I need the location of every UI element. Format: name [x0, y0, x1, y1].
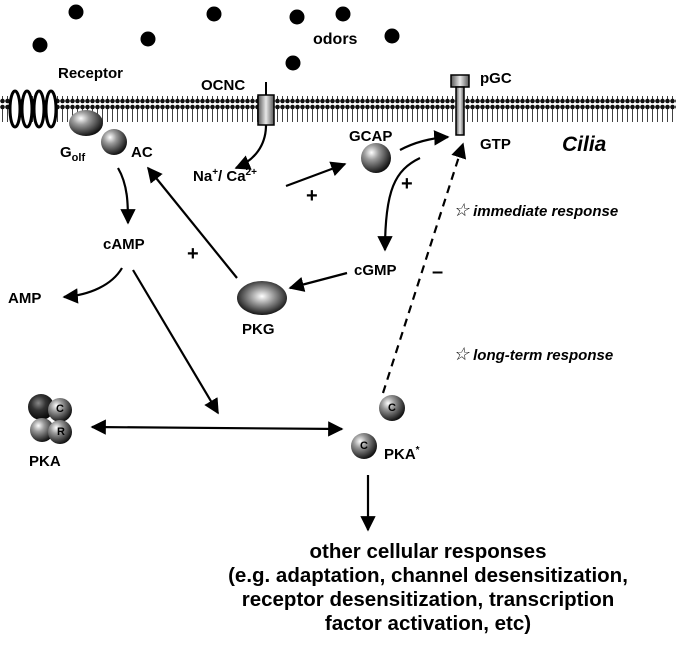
pkg-label: PKG: [242, 321, 275, 338]
arrow-naca-to-gcap: [285, 161, 347, 188]
pka-active-c1-label: C: [388, 402, 396, 414]
pka-c-subunit-label: C: [56, 403, 64, 415]
gcap-label: GCAP: [349, 128, 393, 145]
pka-active-subunits-icon: [351, 395, 405, 459]
pkg-enzyme-icon: [237, 281, 287, 315]
gtp-label: GTP: [480, 136, 511, 153]
responses-line-4: factor activation, etc): [324, 612, 532, 635]
arrow-ac-to-camp: [117, 167, 136, 225]
golf-label: Golf: [60, 144, 86, 164]
legend-long-term: ☆long-term response: [453, 344, 614, 364]
arrow-camp-to-pka-link: [132, 269, 219, 415]
plus-sign-naca: +: [306, 185, 318, 207]
arrow-pkg-to-ac: [147, 166, 238, 279]
receptor-label: Receptor: [58, 65, 124, 82]
legend-immediate: ☆immediate response: [453, 200, 619, 220]
plus-sign-pkg: +: [187, 243, 199, 265]
cellular-responses-text: other cellular responses (e.g. adaptatio…: [208, 540, 648, 636]
arrow-cgmp-to-pkg: [288, 271, 348, 292]
ocnc-channel-icon: [257, 82, 275, 126]
pathway-arrows: [62, 124, 467, 532]
minus-sign-pka: –: [432, 261, 444, 283]
responses-line-1: other cellular responses: [309, 540, 547, 563]
cilia-membrane: [0, 95, 676, 123]
pka-label: PKA: [29, 453, 61, 470]
responses-line-2: (e.g. adaptation, channel desensitizatio…: [228, 564, 628, 587]
golf-protein-icon: [69, 110, 103, 136]
odor-molecules: [32, 4, 400, 71]
arrow-camp-to-amp: [62, 267, 123, 304]
camp-label: cAMP: [103, 236, 145, 253]
arrow-ocnc-to-naca: [234, 124, 268, 170]
arrow-pka-holo-pka-active: [90, 419, 344, 437]
pgc-label: pGC: [480, 70, 512, 87]
pka-holoenzyme-icon: [28, 394, 72, 444]
arrow-gcap-to-pgc: [399, 130, 450, 151]
arrow-pka-inhibits-pgc: [381, 142, 467, 394]
gcap-protein-icon: [361, 143, 391, 173]
pka-active-label: PKA*: [384, 445, 420, 463]
ac-label: AC: [131, 144, 153, 161]
amp-label: AMP: [8, 290, 42, 307]
arrow-gtp-to-cgmp: [377, 157, 421, 252]
pgc-icon: [450, 74, 470, 136]
pka-r-subunit-label: R: [57, 426, 65, 438]
ocnc-label: OCNC: [201, 77, 246, 94]
star-icon: ☆: [453, 344, 470, 364]
responses-line-3: receptor desensitization, transcription: [241, 588, 615, 611]
star-icon: ☆: [453, 200, 470, 220]
plus-sign-gcap: +: [401, 173, 413, 195]
odors-label: odors: [313, 31, 358, 48]
cgmp-label: cGMP: [354, 262, 397, 279]
pka-active-c2-label: C: [360, 440, 368, 452]
receptor-icon: [8, 89, 58, 129]
cilia-label: Cilia: [562, 133, 607, 156]
ac-protein-icon: [101, 129, 127, 155]
na-ca-label: Na+/ Ca2+: [193, 167, 257, 185]
